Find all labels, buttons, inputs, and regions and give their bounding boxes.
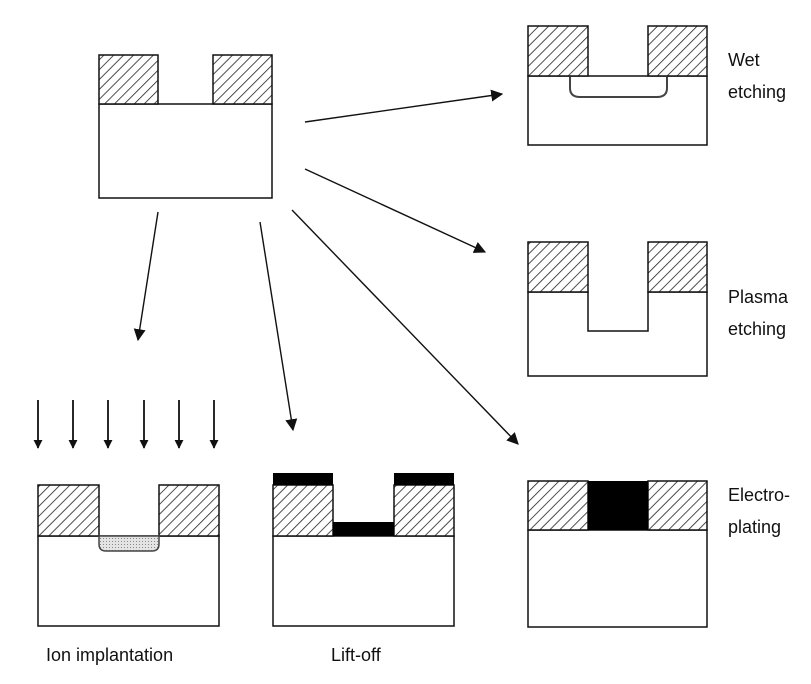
arrow-to-plasma-etching xyxy=(304,168,487,253)
electroplating-label: Electro- plating xyxy=(728,479,790,543)
electroplating-structure xyxy=(527,480,708,628)
source-structure xyxy=(98,54,273,199)
arrow-to-electroplating xyxy=(291,209,519,445)
lift-off-label: Lift-off xyxy=(331,645,381,665)
ion-implantation-label: Ion implantation xyxy=(46,645,174,665)
plasma-etching-structure xyxy=(527,241,708,377)
wet-mask-left xyxy=(527,25,589,77)
liftoff-mask-right xyxy=(393,484,455,537)
wet-etching-label: Wet etching xyxy=(728,44,786,108)
ion-implanted-region xyxy=(98,535,160,552)
electro-substrate xyxy=(527,529,708,628)
liftoff-metal-top-right xyxy=(394,473,454,485)
source-substrate xyxy=(98,103,273,199)
liftoff-metal-bottom xyxy=(333,522,394,536)
source-mask-left xyxy=(98,54,159,105)
arrow-to-ion-implantation xyxy=(133,211,159,342)
ion-mask-right xyxy=(158,484,220,537)
plasma-etching-label-line1: Plasma xyxy=(728,287,789,307)
liftoff-metal-top-left xyxy=(273,473,333,485)
arrow-to-lift-off xyxy=(259,221,298,432)
process-arrows xyxy=(133,89,519,445)
plasma-substrate-with-trench xyxy=(527,291,708,377)
electro-mask-right xyxy=(647,480,708,531)
arrow-to-wet-etching xyxy=(304,89,504,123)
source-mask-right xyxy=(212,54,273,105)
electro-mask-left xyxy=(527,480,589,531)
wet-isotropic-etch-profile xyxy=(569,77,668,98)
plasma-mask-right xyxy=(647,241,708,293)
liftoff-mask-left xyxy=(272,484,334,537)
wet-etching-structure xyxy=(527,25,708,146)
ion-beam-arrows xyxy=(33,400,219,449)
electro-plated-metal xyxy=(588,481,648,530)
liftoff-substrate xyxy=(272,535,455,627)
lift-off-structure xyxy=(272,473,455,627)
wet-etching-label-line2: etching xyxy=(728,82,787,102)
plasma-etching-label-line2: etching xyxy=(728,319,787,339)
electroplating-label-line2: plating xyxy=(728,517,782,537)
wet-etching-label-line1: Wet xyxy=(728,50,760,70)
electroplating-label-line1: Electro- xyxy=(728,485,791,505)
plasma-etching-label: Plasma etching xyxy=(728,281,788,345)
wet-mask-right xyxy=(647,25,708,77)
ion-mask-left xyxy=(37,484,100,537)
plasma-mask-left xyxy=(527,241,589,293)
ion-implantation-structure xyxy=(33,400,220,627)
